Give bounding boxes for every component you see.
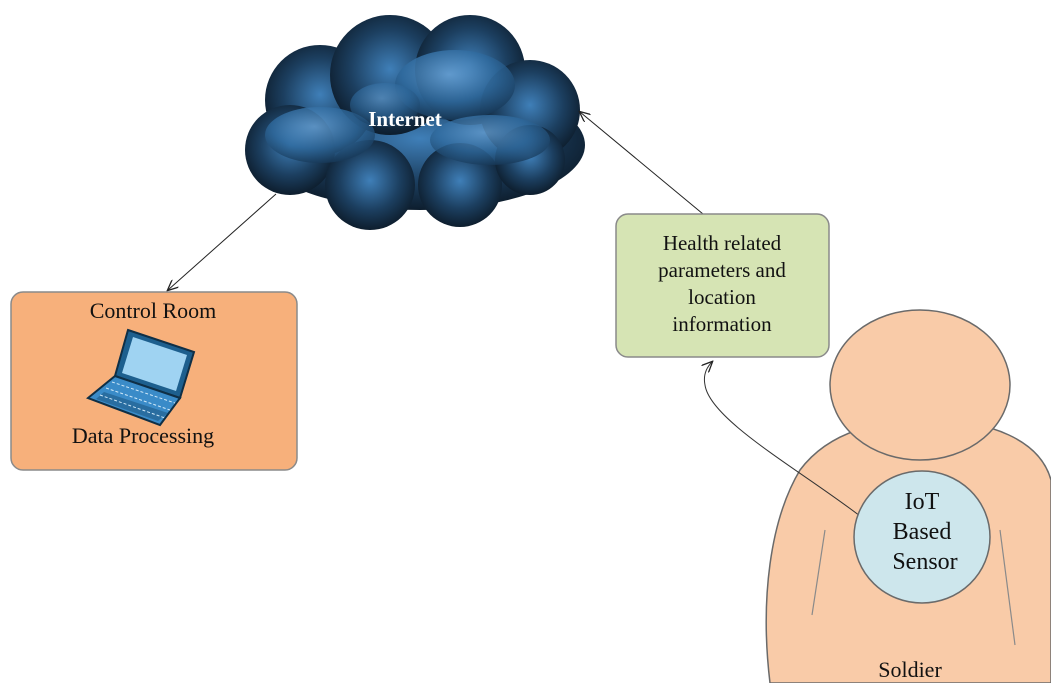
- control-room-title: Control Room: [90, 298, 217, 323]
- cloud-label: Internet: [368, 107, 441, 131]
- arrow-parameters-to-cloud: [580, 112, 704, 215]
- parameters-line-2: parameters and: [658, 258, 786, 282]
- sensor-line-1: IoT: [905, 489, 940, 515]
- laptop-icon: [86, 328, 196, 427]
- sensor-line-3: Sensor: [892, 549, 957, 575]
- control-room-subtitle: Data Processing: [72, 423, 214, 448]
- parameters-line-4: information: [672, 312, 772, 336]
- control-room-box: Control Room Data Processing: [10, 291, 298, 471]
- cloud-icon: [245, 15, 585, 230]
- soldier-head: [829, 309, 1011, 461]
- arrow-cloud-to-control-room: [168, 193, 277, 290]
- iot-sensor: IoT Based Sensor: [853, 470, 991, 604]
- internet-cloud: Internet: [245, 15, 585, 230]
- parameters-line-1: Health related: [663, 231, 782, 255]
- sensor-line-2: Based: [893, 519, 952, 545]
- arrow-sensor-to-parameters: [704, 362, 861, 517]
- soldier-label: Soldier: [878, 657, 942, 682]
- parameters-box: Health related parameters and location i…: [615, 213, 830, 358]
- parameters-line-3: location: [688, 285, 756, 309]
